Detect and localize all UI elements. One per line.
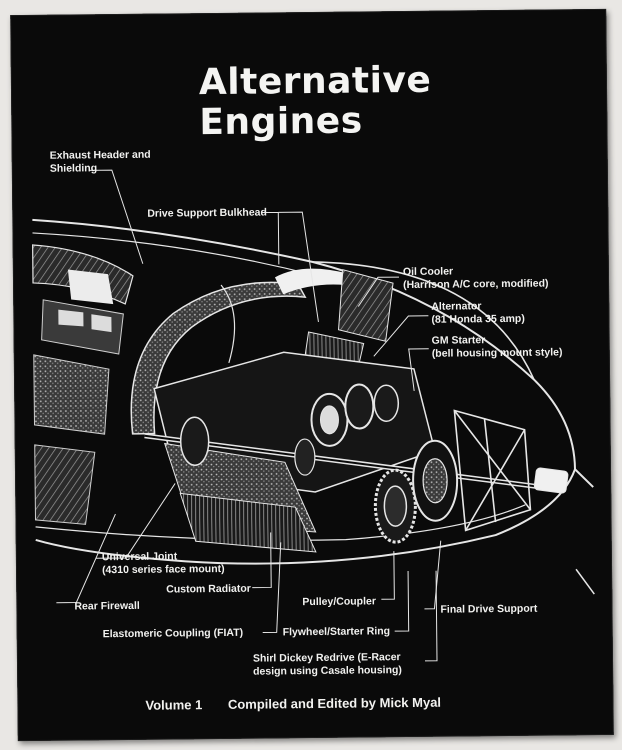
label-drive-support-bulkhead: Drive Support Bulkhead: [147, 206, 267, 220]
label-shirl-dickey-redrive: Shirl Dickey Redrive (E-Racer design usi…: [252, 651, 402, 678]
leader-lines: [56, 169, 442, 662]
engine-cutaway-illustration: [32, 169, 595, 662]
credit-line: Compiled and Edited by Mick Myal: [227, 694, 442, 712]
cover-footer: Volume 1 Compiled and Edited by Mick Mya…: [145, 695, 441, 713]
label-final-drive-support: Final Drive Support: [440, 602, 538, 616]
canopy-ring: [130, 281, 307, 435]
title-line-1: Alternative: [198, 59, 432, 104]
drive-shaft: [144, 416, 569, 494]
label-gm-starter: GM Starter (bell housing mount style): [431, 334, 563, 360]
label-elastomeric-coupling: Elastomeric Coupling (FIAT): [102, 626, 244, 641]
label-oil-cooler: Oil Cooler (Harrison A/C core, modified): [402, 265, 549, 291]
label-pulley-coupler: Pulley/Coupler: [302, 595, 376, 609]
label-rear-firewall: Rear Firewall: [74, 599, 140, 613]
final-drive-frame: [453, 409, 532, 532]
fuselage-shell: [32, 218, 595, 595]
label-custom-radiator: Custom Radiator: [166, 582, 251, 596]
book-cover: Alternative Engines Exhaust Header and S…: [10, 8, 614, 742]
volume-label: Volume 1: [145, 697, 203, 713]
redrive-gear: [373, 439, 459, 544]
exhaust-header: [32, 244, 134, 525]
label-exhaust-header: Exhaust Header and Shielding: [49, 148, 151, 175]
label-flywheel-starter-ring: Flywheel/Starter Ring: [282, 625, 391, 639]
book-title: Alternative Engines: [198, 59, 432, 144]
alternator-pulleys: [310, 383, 400, 447]
title-line-2: Engines: [199, 100, 363, 144]
label-alternator: Alternator (81 Honda 35 amp): [431, 300, 525, 326]
label-universal-joint: Universal Joint (4310 series face mount): [101, 550, 225, 576]
